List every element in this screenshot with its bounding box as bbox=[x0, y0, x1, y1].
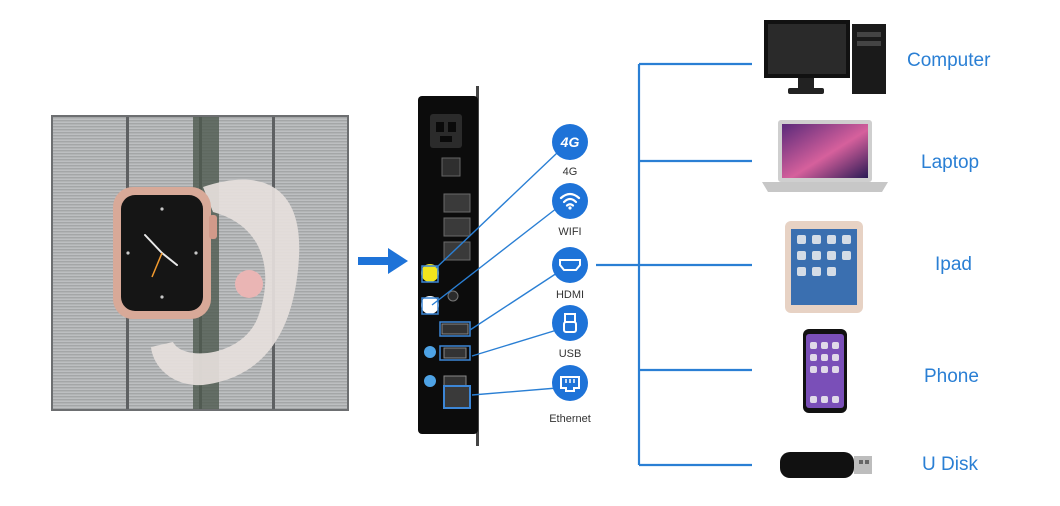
laptop-icon bbox=[762, 120, 888, 192]
usb-drive-icon bbox=[780, 452, 872, 478]
port-usb bbox=[552, 305, 588, 341]
device-label-computer: Computer bbox=[907, 50, 991, 71]
4g-icon: 4G bbox=[552, 124, 588, 160]
device-label-udisk: U Disk bbox=[922, 454, 978, 475]
desktop-computer-icon bbox=[764, 20, 886, 94]
phone-icon bbox=[803, 329, 847, 413]
hdmi-icon bbox=[552, 247, 588, 283]
port-wifi bbox=[552, 183, 588, 219]
wifi-icon bbox=[552, 183, 588, 219]
port-label-hdmi: HDMI bbox=[555, 289, 585, 301]
ethernet-icon bbox=[552, 365, 588, 401]
device-label-laptop: Laptop bbox=[921, 152, 980, 173]
usb-icon bbox=[552, 305, 588, 341]
device-label-ipad: Ipad bbox=[935, 254, 972, 275]
port-label-ethernet: Ethernet bbox=[549, 413, 591, 425]
port-label-wifi: WIFI bbox=[558, 226, 582, 238]
right-arrow-icon bbox=[358, 248, 408, 274]
port-label-usb: USB bbox=[558, 348, 582, 360]
smartwatch-image bbox=[113, 179, 300, 386]
led-display-panel bbox=[51, 115, 349, 411]
tablet-icon bbox=[785, 221, 863, 313]
port-ethernet bbox=[552, 365, 588, 401]
port-hdmi bbox=[552, 247, 588, 283]
controller-box bbox=[418, 96, 478, 434]
port-label-4g: 4G bbox=[562, 166, 578, 178]
device-label-phone: Phone bbox=[924, 366, 979, 387]
port-4g: 4G bbox=[552, 124, 588, 160]
